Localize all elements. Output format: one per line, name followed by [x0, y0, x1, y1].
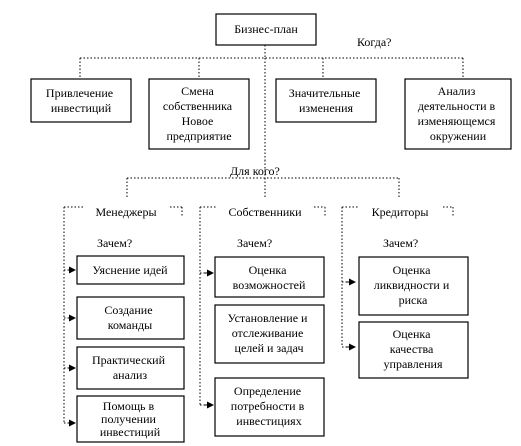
purpose-line: Установление и — [228, 311, 309, 325]
purpose-box: Уяснение идей — [76, 255, 185, 285]
occasion-line: собственника — [163, 99, 233, 113]
purpose-line: ликвидности и — [374, 278, 450, 292]
group-title-owners: Собственники — [228, 205, 302, 219]
occasion-line: Смена — [181, 84, 214, 98]
group-title-managers: Менеджеры — [95, 205, 156, 219]
purpose-line: Определение — [234, 384, 301, 398]
root-label: Бизнес-план — [234, 22, 298, 36]
purpose-box: Оценка ликвидности и риска — [358, 256, 469, 316]
occasion-line: Привлечение — [46, 86, 113, 100]
svg-text:Привлечение инвестиций: Привлечение инвестиций — [46, 86, 116, 115]
occasion-line: предприятие — [166, 129, 231, 143]
purpose-line: инвестициях — [236, 414, 301, 428]
svg-text:Оценка возможностей: Оценка возможностей — [233, 263, 306, 292]
group-title-creditors: Кредиторы — [372, 205, 429, 219]
purpose-line: Оценка — [249, 263, 287, 277]
purpose-box: Практический анализ — [76, 346, 185, 390]
svg-text:Помощь в получении: Помощь в получении инвестиций — [100, 399, 161, 439]
group-question-owners: Зачем? — [237, 236, 272, 250]
occasion-box: Смена собственника Новое предприятие — [148, 78, 250, 150]
occasion-box: Привлечение инвестиций — [30, 78, 132, 123]
svg-text:Создание команды: Создание команды — [104, 303, 155, 332]
purpose-line: команды — [108, 318, 152, 332]
purpose-box: Оценка возможностей — [214, 256, 325, 298]
svg-text:Практический анализ: Практический анализ — [92, 353, 168, 382]
purpose-line: целей и задач — [235, 341, 304, 355]
purpose-line: возможностей — [233, 278, 306, 292]
purpose-line: инвестиций — [100, 425, 161, 439]
purpose-line: отслеживание — [232, 326, 304, 340]
purpose-line: Уяснение идей — [92, 263, 168, 277]
purpose-line: Практический — [92, 353, 166, 367]
svg-text:Значительные изменения: Значительные изменения — [289, 86, 364, 115]
svg-text:Оценка качества уп: Оценка качества управления — [384, 327, 443, 371]
svg-text:Анализ деятельности в: Анализ деятельности в изменяющемся окруж… — [418, 84, 499, 143]
occasion-box: Анализ деятельности в изменяющемся окруж… — [404, 78, 512, 150]
purpose-line: управления — [384, 357, 443, 371]
root-node: Бизнес-план — [215, 13, 317, 46]
purpose-box: Помощь в получении инвестиций — [76, 395, 185, 443]
purpose-line: потребности в — [231, 399, 305, 413]
purpose-box: Определение потребности в инвестициях — [214, 377, 325, 437]
svg-text:Установление и отслежива: Установление и отслеживание целей и зада… — [228, 311, 311, 355]
occasion-line: Анализ — [438, 84, 476, 98]
purpose-box: Создание команды — [76, 296, 185, 340]
arrow-heads — [68, 266, 356, 427]
svg-text:Определение потребности: Определение потребности в инвестициях — [231, 384, 307, 428]
question-when-label: Когда? — [357, 35, 392, 49]
group-question-creditors: Зачем? — [383, 236, 418, 250]
connector-lines — [63, 45, 464, 424]
occasion-line: инвестиций — [51, 101, 112, 115]
purpose-box: Оценка качества управления — [358, 321, 469, 379]
occasion-line: изменяющемся — [418, 114, 496, 128]
purpose-line: качества — [390, 342, 434, 356]
svg-text:Оценка ликвидности и: Оценка ликвидности и риска — [374, 263, 453, 307]
occasion-line: деятельности в — [418, 99, 496, 113]
occasion-line: изменения — [299, 101, 354, 115]
purpose-line: получении — [101, 412, 156, 426]
svg-text:Смена собственника: Смена собственника Новое предприятие — [163, 84, 235, 143]
purpose-box: Установление и отслеживание целей и зада… — [214, 304, 325, 364]
occasion-line: Значительные — [289, 86, 361, 100]
occasion-line: Новое — [182, 114, 214, 128]
purpose-line: Помощь в — [103, 399, 155, 413]
purpose-line: Оценка — [393, 263, 431, 277]
purpose-line: риска — [399, 293, 428, 307]
group-question-managers: Зачем? — [97, 236, 132, 250]
purpose-line: Создание — [104, 303, 152, 317]
question-for-whom-label: Для кого? — [230, 164, 280, 178]
occasion-line: окружении — [430, 129, 487, 143]
occasion-box: Значительные изменения — [275, 78, 377, 123]
purpose-line: анализ — [113, 368, 148, 382]
purpose-line: Оценка — [393, 327, 431, 341]
